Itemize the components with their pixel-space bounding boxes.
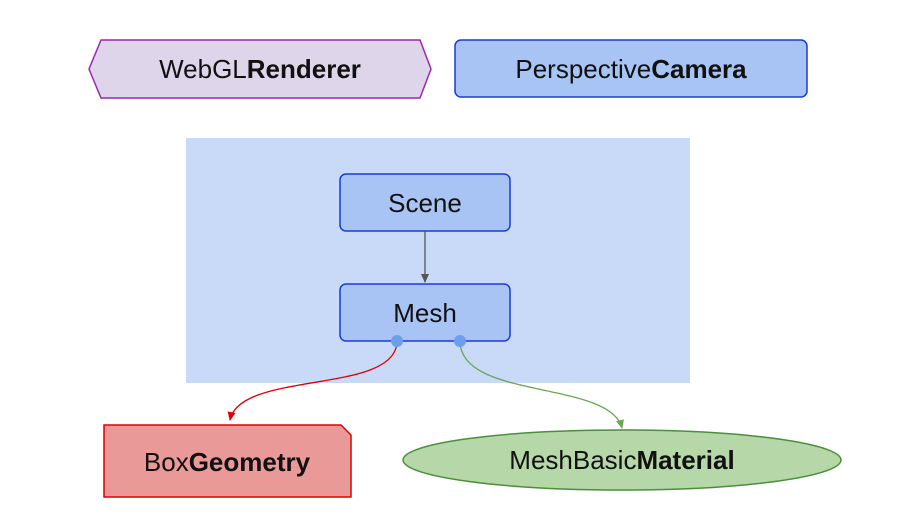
webgl-renderer-label: WebGLRenderer	[159, 54, 361, 84]
mesh-to-material-arrow	[459, 340, 624, 429]
mesh-port-material[interactable]	[454, 335, 466, 347]
perspective-camera-label: PerspectiveCamera	[515, 54, 747, 84]
mesh-basic-material-shape	[402, 429, 842, 491]
mesh-basic-material-node[interactable]: MeshBasicMaterial	[402, 429, 842, 491]
mesh-node[interactable]: Mesh	[339, 283, 511, 342]
scene-label: Scene	[388, 188, 462, 218]
mesh-shape	[339, 283, 511, 342]
webgl-renderer-shape	[88, 39, 432, 99]
box-geometry-node[interactable]: BoxGeometry	[103, 424, 352, 498]
box-geometry-label-bold: Geometry	[189, 447, 311, 477]
box-geometry-label-prefix: Box	[144, 447, 189, 477]
webgl-renderer-node[interactable]: WebGLRenderer	[88, 39, 432, 99]
mesh-basic-material-label: MeshBasicMaterial	[509, 445, 734, 475]
perspective-camera-label-bold: Camera	[651, 54, 747, 84]
mesh-port-geometry[interactable]	[391, 335, 403, 347]
perspective-camera-node[interactable]: PerspectiveCamera	[454, 39, 808, 98]
mesh-basic-material-label-bold: Material	[636, 445, 734, 475]
scene-node[interactable]: Scene	[339, 173, 511, 232]
webgl-renderer-label-prefix: WebGL	[159, 54, 247, 84]
mesh-label: Mesh	[393, 298, 457, 328]
box-geometry-label: BoxGeometry	[144, 447, 311, 477]
mesh-to-geometry-arrow	[227, 340, 398, 421]
mesh-basic-material-label-prefix: MeshBasic	[509, 445, 636, 475]
box-geometry-shape	[103, 424, 352, 498]
perspective-camera-label-prefix: Perspective	[515, 54, 651, 84]
perspective-camera-shape	[454, 39, 808, 98]
webgl-renderer-label-bold: Renderer	[247, 54, 361, 84]
